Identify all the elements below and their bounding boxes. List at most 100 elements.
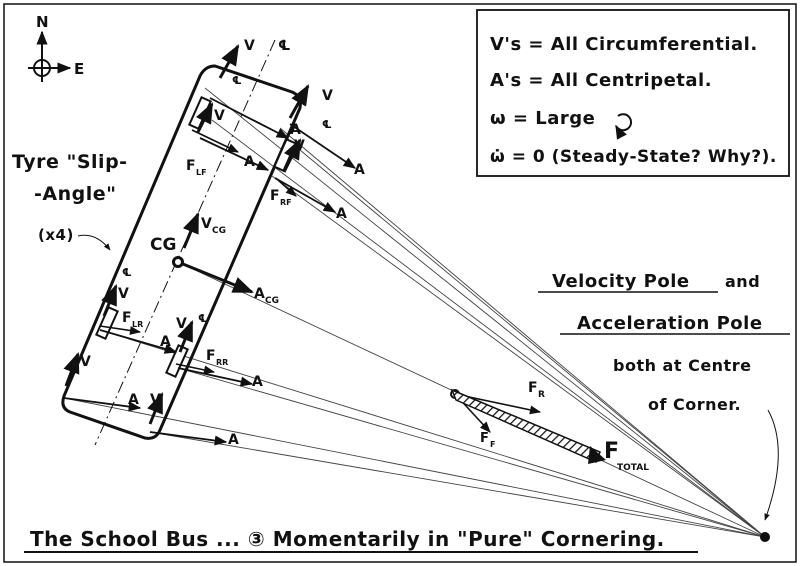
slip-angle-annotation: Tyre "Slip- -Angle" (x4) <box>12 151 128 244</box>
force-arrow-rf <box>277 179 297 197</box>
force-labels: F R F F F TOTAL <box>480 380 649 473</box>
v-cg-subscript: CG <box>212 226 226 236</box>
bus-labels: CG V CG A CG V V V V V V V V A A A A A A… <box>80 38 365 448</box>
legend-item-omega: ω = Large <box>490 108 595 129</box>
velocity-arrow-front-top <box>218 44 240 79</box>
compass: N E <box>28 13 84 82</box>
legend-box: V's = All Circumferential. A's = All Cen… <box>476 9 790 177</box>
v-label-right-front: V <box>294 138 305 154</box>
f-lf-label: F <box>186 158 196 174</box>
a-cg-label: A <box>254 286 265 302</box>
slip-angle-pointer <box>77 234 111 251</box>
tyre-force-arrows <box>99 129 297 375</box>
slip-angle-line1: Tyre "Slip- <box>12 151 128 173</box>
velocity-arrow-front-right <box>288 84 310 119</box>
acceleration-arrows <box>63 97 357 446</box>
v-label-front-top: V <box>244 38 255 54</box>
a-label-left-front: A <box>244 154 255 170</box>
centreline-symbol-rr: ℄ <box>198 312 208 325</box>
radius-lines <box>63 87 766 538</box>
accel-arrow-right-front <box>274 177 337 213</box>
accel-arrow-right-rear <box>177 367 254 387</box>
v-cg-label: V <box>201 216 212 232</box>
force-total-bar <box>450 388 601 464</box>
f-lr-label: F <box>122 310 132 326</box>
velocity-arrow-left-front <box>196 102 214 133</box>
f-lr-subscript: LR <box>132 320 143 329</box>
accel-arrow-cg <box>177 260 254 294</box>
force-total-arrowhead <box>588 446 606 464</box>
a-label-front-right: A <box>354 162 365 178</box>
velocity-arrow-right-front <box>282 138 302 173</box>
bus-body <box>61 39 302 446</box>
f-rf-label: F <box>270 188 280 204</box>
legend-item-omega-dot: ω̇ = 0 (Steady-State? Why?). <box>490 147 777 167</box>
compass-north-label: N <box>36 13 49 31</box>
slip-angle-line2: -Angle" <box>34 183 117 205</box>
v-label-left-front: V <box>214 108 225 124</box>
wheels <box>95 95 297 379</box>
v-label-right-rear: V <box>176 316 187 332</box>
fr-label: F <box>528 380 538 396</box>
corner-centre-point <box>760 532 770 542</box>
centreline-symbol-lf: ℄ <box>232 74 242 87</box>
f-lf-subscript: LF <box>196 168 207 177</box>
compass-east-label: E <box>74 60 84 78</box>
centreline-symbol-lr: ℄ <box>122 266 132 279</box>
centreline-symbol-top: ℄ <box>278 38 291 54</box>
page-border <box>3 3 797 563</box>
fr-subscript: R <box>538 390 545 400</box>
a-label-rear-left: A <box>128 392 139 408</box>
centreline-symbol-rf: ℄ <box>322 118 332 131</box>
ftotal-subscript: TOTAL <box>617 463 649 473</box>
velocity-arrow-cg <box>182 212 200 249</box>
a-label-front-top: A <box>290 122 301 138</box>
velocity-arrow-rear-right <box>147 392 164 425</box>
ff-subscript: F <box>490 440 495 449</box>
v-label-rear-right: V <box>150 392 161 408</box>
v-label-left-rear: V <box>118 286 129 302</box>
force-arrow-rr <box>175 363 216 375</box>
force-arrow-lf <box>191 129 240 153</box>
a-label-right-rear: A <box>252 374 263 390</box>
legend-item-velocities: V's = All Circumferential. <box>490 34 758 55</box>
f-rr-subscript: RR <box>216 358 228 367</box>
pole-line1-velocity: Velocity Pole <box>552 271 690 292</box>
pole-line3: both at Centre <box>613 356 751 375</box>
accel-arrow-left-rear <box>99 329 178 354</box>
v-label-rear-left: V <box>80 354 91 370</box>
accel-arrow-left-front <box>199 137 270 171</box>
corner-pointer-arrow <box>764 409 779 521</box>
cg-point-centre <box>175 259 181 265</box>
page-title: The School Bus ... ③ Momentarily in "Pur… <box>30 527 665 551</box>
pole-annotation: Velocity Pole and Acceleration Pole both… <box>538 271 790 414</box>
a-label-right-front: A <box>336 206 347 222</box>
velocity-arrow-rear-left <box>63 352 80 387</box>
rotation-arrow-icon <box>615 113 633 140</box>
legend-frame <box>476 9 790 177</box>
pole-line4: of Corner. <box>648 395 741 414</box>
accel-arrow-rear-right <box>149 431 228 446</box>
accel-arrow-rear-left <box>63 397 142 412</box>
cg-label: CG <box>150 235 176 255</box>
pole-line1-and: and <box>725 272 760 291</box>
velocity-arrow-right-rear <box>177 320 194 353</box>
pole-line2: Acceleration Pole <box>577 313 763 334</box>
a-label-rear-right: A <box>228 432 239 448</box>
velocity-arrow-left-rear <box>101 284 118 317</box>
f-rr-label: F <box>206 348 216 364</box>
ff-label: F <box>480 431 489 446</box>
f-rf-subscript: RF <box>280 198 292 207</box>
accel-arrow-front-top <box>209 97 290 139</box>
a-cg-subscript: CG <box>265 296 279 306</box>
title-block: The School Bus ... ③ Momentarily in "Pur… <box>24 527 698 553</box>
bus-outline <box>61 64 302 440</box>
force-arrow-lr <box>99 325 142 335</box>
ftotal-label: F <box>604 439 619 464</box>
legend-item-accelerations: A's = All Centripetal. <box>490 70 712 91</box>
a-label-left-rear: A <box>160 334 171 350</box>
v-label-front-right: V <box>322 88 333 104</box>
accel-arrow-front-right <box>289 123 357 169</box>
